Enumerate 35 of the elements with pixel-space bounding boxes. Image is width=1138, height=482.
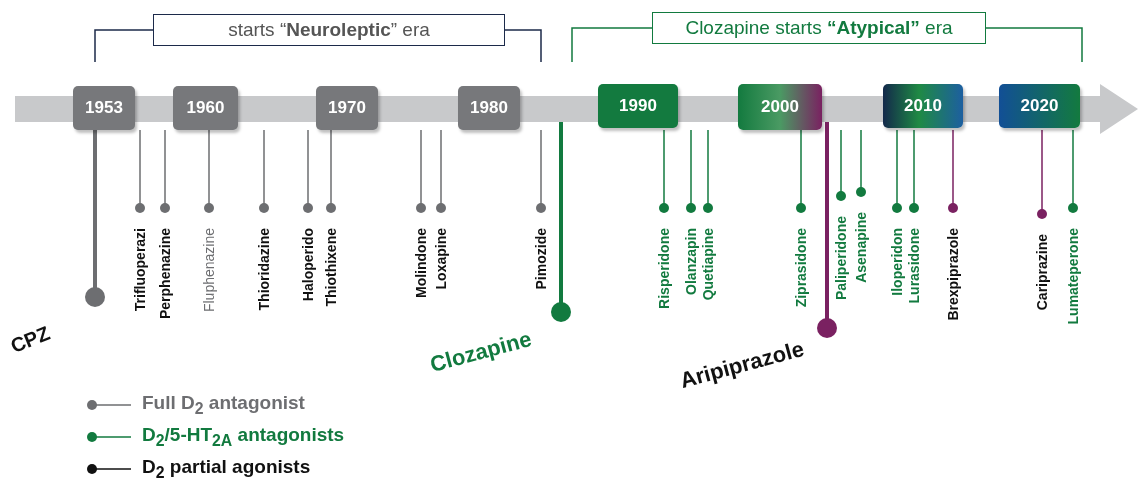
legend-text: D$_{2}$ partial agonists xyxy=(142,456,311,482)
drug-name: Pimozide xyxy=(533,228,549,290)
year-box: 2020 xyxy=(999,84,1080,128)
drug-name: Cariprazine xyxy=(1034,234,1050,311)
year-box: 1970 xyxy=(316,86,378,130)
legend-text: Full D$_{2}$ antagonist xyxy=(142,392,305,418)
year-box: 1953 xyxy=(73,86,135,130)
drug-name: Thioridazine xyxy=(256,228,272,311)
year-box: 1990 xyxy=(598,84,678,128)
legend-text: D$_{2}$/5-HT$_{2A}$ antagonists xyxy=(142,424,345,450)
drug-name: Olanzapin xyxy=(683,228,699,295)
drug-name: Quetiapine xyxy=(700,228,716,301)
year-box: 2010 xyxy=(883,84,963,128)
drug-name: Loxapine xyxy=(433,228,449,290)
drug-name: Perphenazine xyxy=(157,228,173,320)
drug-name: Risperidone xyxy=(656,228,672,309)
drug-name: Iloperidon xyxy=(889,228,905,296)
drug-name: Clozapine xyxy=(427,326,535,378)
era-label: Clozapine starts “Atypical” era xyxy=(652,12,986,44)
drug-name: Asenapine xyxy=(853,212,869,283)
drug-name: CPZ xyxy=(7,321,54,358)
drug-name: Paliperidone xyxy=(833,216,849,301)
drug-name: Haloperido xyxy=(300,228,316,302)
drug-name: Ziprasidone xyxy=(793,228,809,308)
drug-name: Fluphenazine xyxy=(201,228,217,313)
drug-name: Molindone xyxy=(413,228,429,298)
drug-name: Trifluoperazi xyxy=(132,228,148,312)
drug-name: Lumateperone xyxy=(1065,228,1081,325)
drug-name: Thiothixene xyxy=(323,228,339,307)
drug-name: Lurasidone xyxy=(906,228,922,304)
drug-name: Brexpiprazole xyxy=(945,228,961,321)
era-label: starts “Neuroleptic” era xyxy=(153,14,505,46)
year-box: 2000 xyxy=(738,84,822,130)
year-box: 1980 xyxy=(458,86,520,130)
year-box: 1960 xyxy=(173,86,238,130)
